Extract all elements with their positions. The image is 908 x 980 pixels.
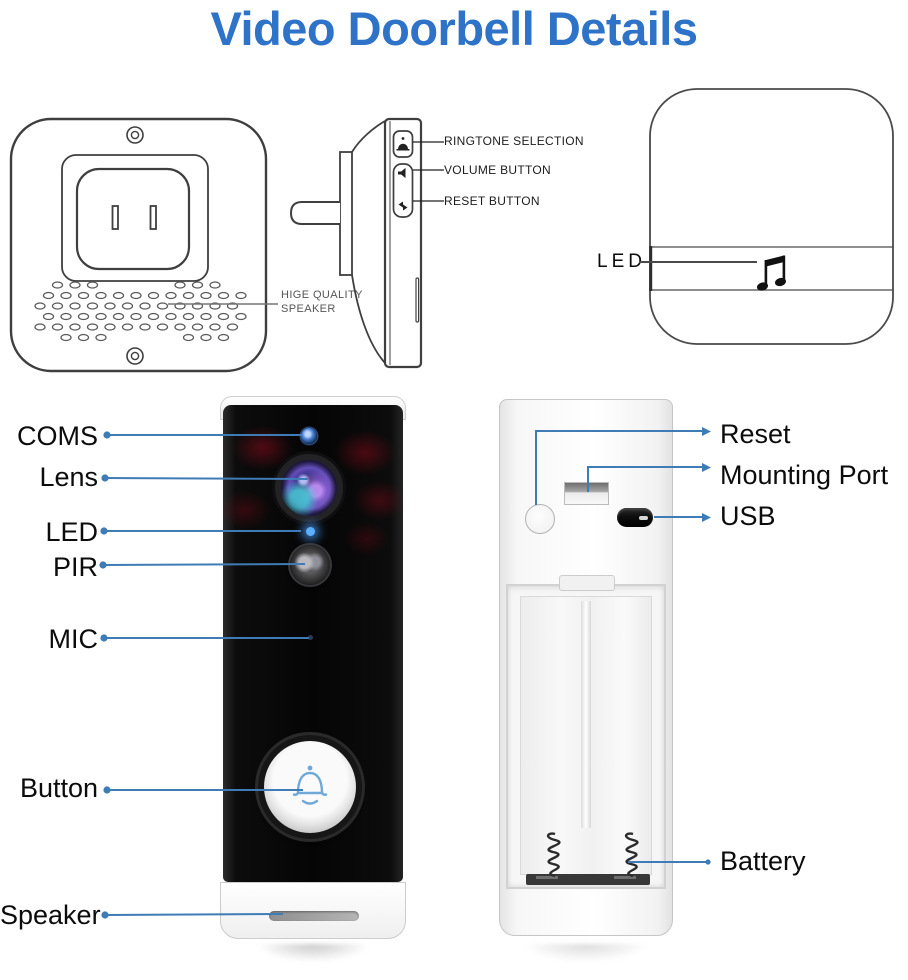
volume-icon — [398, 167, 406, 179]
spring-right — [624, 832, 639, 878]
doorbell-bottom-cap — [220, 882, 406, 939]
bottom-screw — [126, 347, 144, 365]
music-note-icon — [756, 255, 787, 291]
lens-label: Lens — [39, 462, 98, 492]
bell-icon — [292, 765, 328, 805]
chime-side-drawing — [289, 117, 444, 369]
speaker-note-label: HIGE QUALITY SPEAKER — [281, 289, 363, 315]
reset-button-hole — [525, 504, 555, 534]
chime-led-label: LED — [597, 251, 646, 272]
chime-led-leader-line — [639, 261, 757, 263]
speaker-slot — [269, 911, 359, 921]
battery-compartment-inner — [520, 596, 652, 875]
pir-sensor — [290, 545, 330, 585]
plug-socket — [75, 167, 191, 271]
socket-plate — [61, 154, 209, 282]
battery-springs — [526, 832, 650, 885]
battery-divider — [581, 601, 591, 828]
socket-slot-right — [149, 205, 157, 230]
speaker-holes — [34, 281, 247, 342]
side-slot — [415, 277, 420, 323]
led-label: LED — [45, 517, 98, 547]
doorbell-black-body — [223, 405, 403, 882]
doorbell-back-reflection — [503, 944, 669, 968]
reset-icon — [398, 201, 408, 211]
coms-sensor — [301, 428, 317, 444]
usb-port — [617, 508, 653, 527]
chime-face-drawing — [649, 88, 894, 345]
usb-label: USB — [720, 501, 776, 531]
volume-reset-button-strip — [392, 163, 414, 218]
chime-front-outline — [9, 117, 268, 373]
wall-plate — [339, 151, 353, 276]
button-label: Button — [19, 773, 98, 803]
socket-slot-left — [111, 205, 119, 230]
mounting-port-label: Mounting Port — [720, 460, 889, 490]
shell-top-curve — [351, 120, 386, 153]
doorbell-front-reflection — [238, 944, 388, 968]
page-title: Video Doorbell Details — [210, 2, 698, 55]
chime-front-drawing — [9, 117, 278, 373]
spring-left — [546, 832, 561, 878]
doorbell-front-photo — [220, 396, 406, 939]
top-screw — [126, 126, 144, 144]
ringtone-selection-label: RINGTONE SELECTION — [444, 134, 584, 148]
reset-button-label: RESET BUTTON — [444, 194, 540, 208]
shell-bottom-curve — [351, 274, 386, 364]
battery-label: Battery — [720, 846, 806, 876]
speaker-label: Speaker — [0, 900, 101, 930]
status-led — [306, 527, 315, 536]
plug-prong — [289, 201, 340, 225]
coms-label: COMS — [17, 421, 98, 451]
ringtone-bell-icon — [396, 137, 410, 151]
mounting-port-slot — [564, 482, 609, 505]
led-band-edge — [649, 246, 653, 291]
volume-button-label: VOLUME BUTTON — [444, 163, 552, 177]
doorbell-ring-button — [264, 741, 356, 833]
mic-label: MIC — [48, 624, 99, 654]
reset-label: Reset — [720, 419, 791, 449]
camera-lens — [275, 454, 343, 522]
side-leader-lines — [413, 141, 444, 202]
pir-label: PIR — [52, 552, 98, 582]
chime-face-outline — [649, 88, 894, 345]
battery-cover-clip — [559, 575, 615, 591]
microphone-hole — [308, 635, 313, 640]
doorbell-back-photo — [499, 399, 673, 936]
battery-compartment — [506, 584, 666, 889]
